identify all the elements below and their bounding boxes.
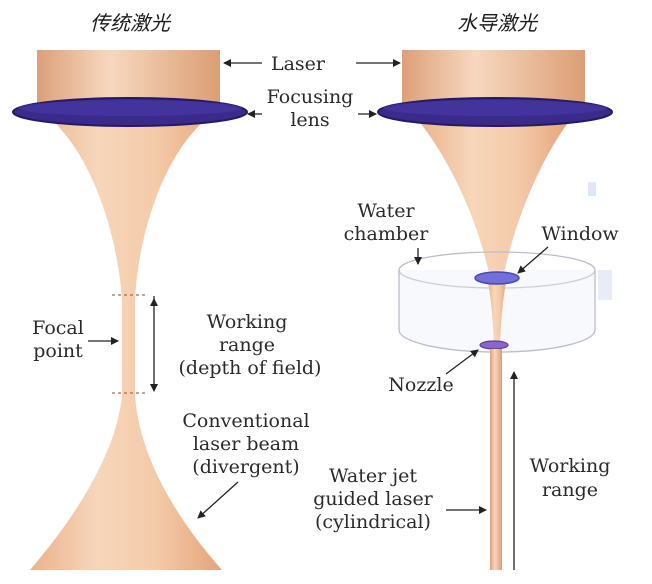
- beam-in-chamber: [488, 282, 506, 344]
- window-ring: [474, 271, 520, 285]
- title-water-guided: 水导激光: [457, 11, 539, 35]
- arrow-conventional: [197, 481, 239, 519]
- label-window: Window: [541, 223, 619, 245]
- label-focusing-lens-line1: Focusing: [267, 86, 354, 108]
- smudge-2: [598, 270, 612, 300]
- label-working-range-dof-line1: Working: [207, 311, 288, 333]
- nozzle-ring: [479, 340, 509, 350]
- label-focal-point-line2: point: [33, 340, 83, 362]
- label-focal-point-line1: Focal: [32, 317, 84, 339]
- label-conventional-line2: laser beam: [193, 433, 299, 455]
- label-working-range-right-line2: range: [542, 479, 598, 501]
- lens-highlight-right: [383, 100, 607, 116]
- label-water-jet-line3: (cylindrical): [315, 511, 431, 533]
- label-working-range-dof-line2: range: [219, 334, 275, 356]
- label-conventional-line1: Conventional: [182, 410, 309, 432]
- label-focusing-lens-line2: lens: [290, 109, 329, 131]
- conventional-laser-assembly: [12, 50, 248, 570]
- water-guided-laser-assembly: [377, 50, 613, 570]
- lens-highlight-left: [18, 100, 242, 116]
- smudge-1: [588, 182, 596, 196]
- arrow-window: [517, 246, 549, 274]
- title-conventional: 传统激光: [90, 11, 172, 35]
- label-water-jet-line1: Water jet: [329, 465, 417, 487]
- label-working-range-dof-line3: (depth of field): [179, 357, 322, 379]
- arrow-nozzle: [445, 349, 479, 375]
- conventional-laser-beam: [30, 120, 222, 570]
- label-laser: Laser: [271, 53, 326, 75]
- water-jet-column: [490, 349, 502, 570]
- label-working-range-right-line1: Working: [530, 455, 611, 477]
- label-conventional-line3: (divergent): [192, 456, 299, 478]
- label-water-chamber-line1: Water: [357, 200, 415, 222]
- label-water-jet-line2: guided laser: [313, 488, 433, 510]
- label-water-chamber-line2: chamber: [344, 223, 430, 245]
- converging-beam-right: [418, 120, 570, 278]
- label-nozzle: Nozzle: [388, 374, 453, 396]
